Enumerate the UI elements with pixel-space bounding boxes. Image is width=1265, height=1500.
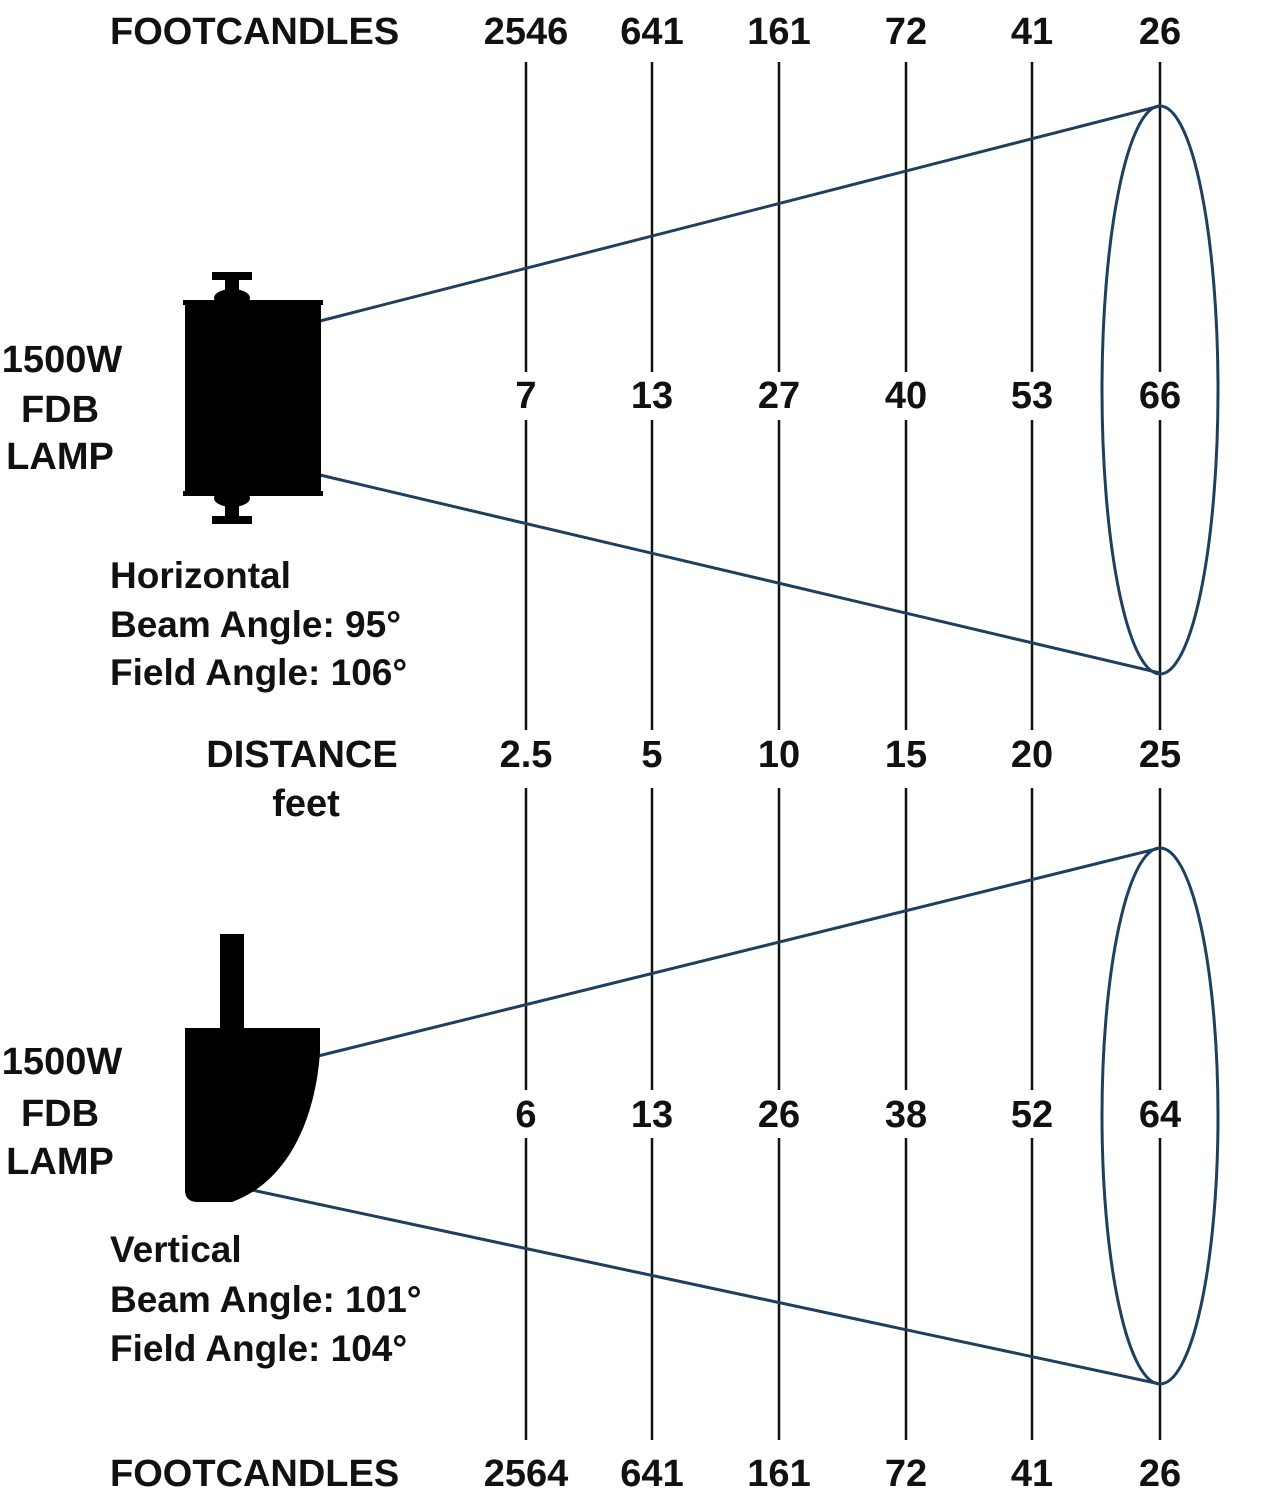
vertical-beam-bottom-edge <box>251 1188 1161 1386</box>
horizontal-beam-angle: Beam Angle: 95° <box>110 604 401 645</box>
beam-width-horizontal-value-4: 40 <box>885 375 927 417</box>
vertical-field-angle: Field Angle: 104° <box>110 1328 407 1369</box>
fixture-side-view-icon <box>185 934 320 1202</box>
footcandles-bottom-label: FOOTCANDLES <box>110 1453 399 1495</box>
horizontal-lamp-label: 1500W FDB LAMP <box>2 339 123 478</box>
beam-width-vertical-row: 6 13 26 38 52 64 <box>515 1094 1181 1136</box>
horizontal-lamp-wattage: 1500W <box>2 339 123 381</box>
fixture-top-view-icon <box>183 272 323 524</box>
horizontal-beam-cone <box>319 104 1220 676</box>
vertical-angle-info: Vertical Beam Angle: 101° Field Angle: 1… <box>110 1229 422 1369</box>
footcandles-horizontal-value-3: 161 <box>747 11 810 53</box>
beam-width-horizontal-value-3: 27 <box>758 375 800 417</box>
vertical-lamp-word: LAMP <box>6 1141 114 1183</box>
footcandles-horizontal-row: 2546 641 161 72 41 26 <box>484 11 1181 53</box>
beam-width-horizontal-value-1: 7 <box>515 375 536 417</box>
beam-width-horizontal-row: 7 13 27 40 53 66 <box>515 375 1181 417</box>
distance-gridlines <box>524 62 1162 1440</box>
footcandles-vertical-value-3: 161 <box>747 1453 810 1495</box>
beam-width-horizontal-value-5: 53 <box>1011 375 1053 417</box>
footcandles-horizontal-value-6: 26 <box>1139 11 1181 53</box>
beam-width-vertical-value-3: 26 <box>758 1094 800 1136</box>
vertical-beam-ellipse <box>1100 846 1220 1386</box>
footcandles-vertical-row: 2564 641 161 72 41 26 <box>484 1453 1181 1495</box>
footcandles-horizontal-value-5: 41 <box>1011 11 1053 53</box>
footcandles-horizontal-value-4: 72 <box>885 11 927 53</box>
horizontal-field-angle: Field Angle: 106° <box>110 652 407 693</box>
horizontal-lamp-type: FDB <box>21 389 99 431</box>
distance-value-4: 15 <box>885 734 927 776</box>
footcandles-horizontal-value-2: 641 <box>620 11 683 53</box>
vertical-beam-top-edge <box>317 846 1161 1058</box>
vertical-beam-cone <box>251 846 1220 1386</box>
vertical-title: Vertical <box>110 1229 242 1270</box>
distance-value-1: 2.5 <box>500 734 553 776</box>
vertical-lamp-label: 1500W FDB LAMP <box>2 1041 123 1183</box>
beam-width-vertical-value-6: 64 <box>1139 1094 1181 1136</box>
vertical-lamp-type: FDB <box>21 1093 99 1135</box>
beam-width-vertical-value-2: 13 <box>631 1094 673 1136</box>
vertical-lamp-wattage: 1500W <box>2 1041 123 1083</box>
beam-width-horizontal-value-6: 66 <box>1139 375 1181 417</box>
beam-width-vertical-value-1: 6 <box>515 1094 536 1136</box>
horizontal-lamp-word: LAMP <box>6 436 114 478</box>
footcandles-vertical-value-4: 72 <box>885 1453 927 1495</box>
footcandles-vertical-value-6: 26 <box>1139 1453 1181 1495</box>
horizontal-beam-bottom-edge <box>319 473 1161 675</box>
distance-row: 2.5 5 10 15 20 25 <box>500 734 1182 776</box>
distance-value-2: 5 <box>641 734 662 776</box>
footcandles-horizontal-value-1: 2546 <box>484 11 569 53</box>
distance-unit-label: feet <box>272 783 340 825</box>
footcandles-vertical-value-2: 641 <box>620 1453 683 1495</box>
distance-value-6: 25 <box>1139 734 1181 776</box>
distance-value-3: 10 <box>758 734 800 776</box>
footcandles-vertical-value-5: 41 <box>1011 1453 1053 1495</box>
horizontal-angle-info: Horizontal Beam Angle: 95° Field Angle: … <box>110 555 407 693</box>
vertical-beam-angle: Beam Angle: 101° <box>110 1279 422 1320</box>
distance-label: DISTANCE <box>206 734 397 776</box>
footcandles-top-label: FOOTCANDLES <box>110 11 399 53</box>
beam-width-horizontal-value-2: 13 <box>631 375 673 417</box>
footcandles-vertical-value-1: 2564 <box>484 1453 569 1495</box>
horizontal-beam-top-edge <box>319 104 1161 323</box>
beam-width-vertical-value-5: 52 <box>1011 1094 1053 1136</box>
beam-width-vertical-value-4: 38 <box>885 1094 927 1136</box>
horizontal-beam-ellipse <box>1100 104 1220 676</box>
distance-value-5: 20 <box>1011 734 1053 776</box>
horizontal-title: Horizontal <box>110 555 291 596</box>
